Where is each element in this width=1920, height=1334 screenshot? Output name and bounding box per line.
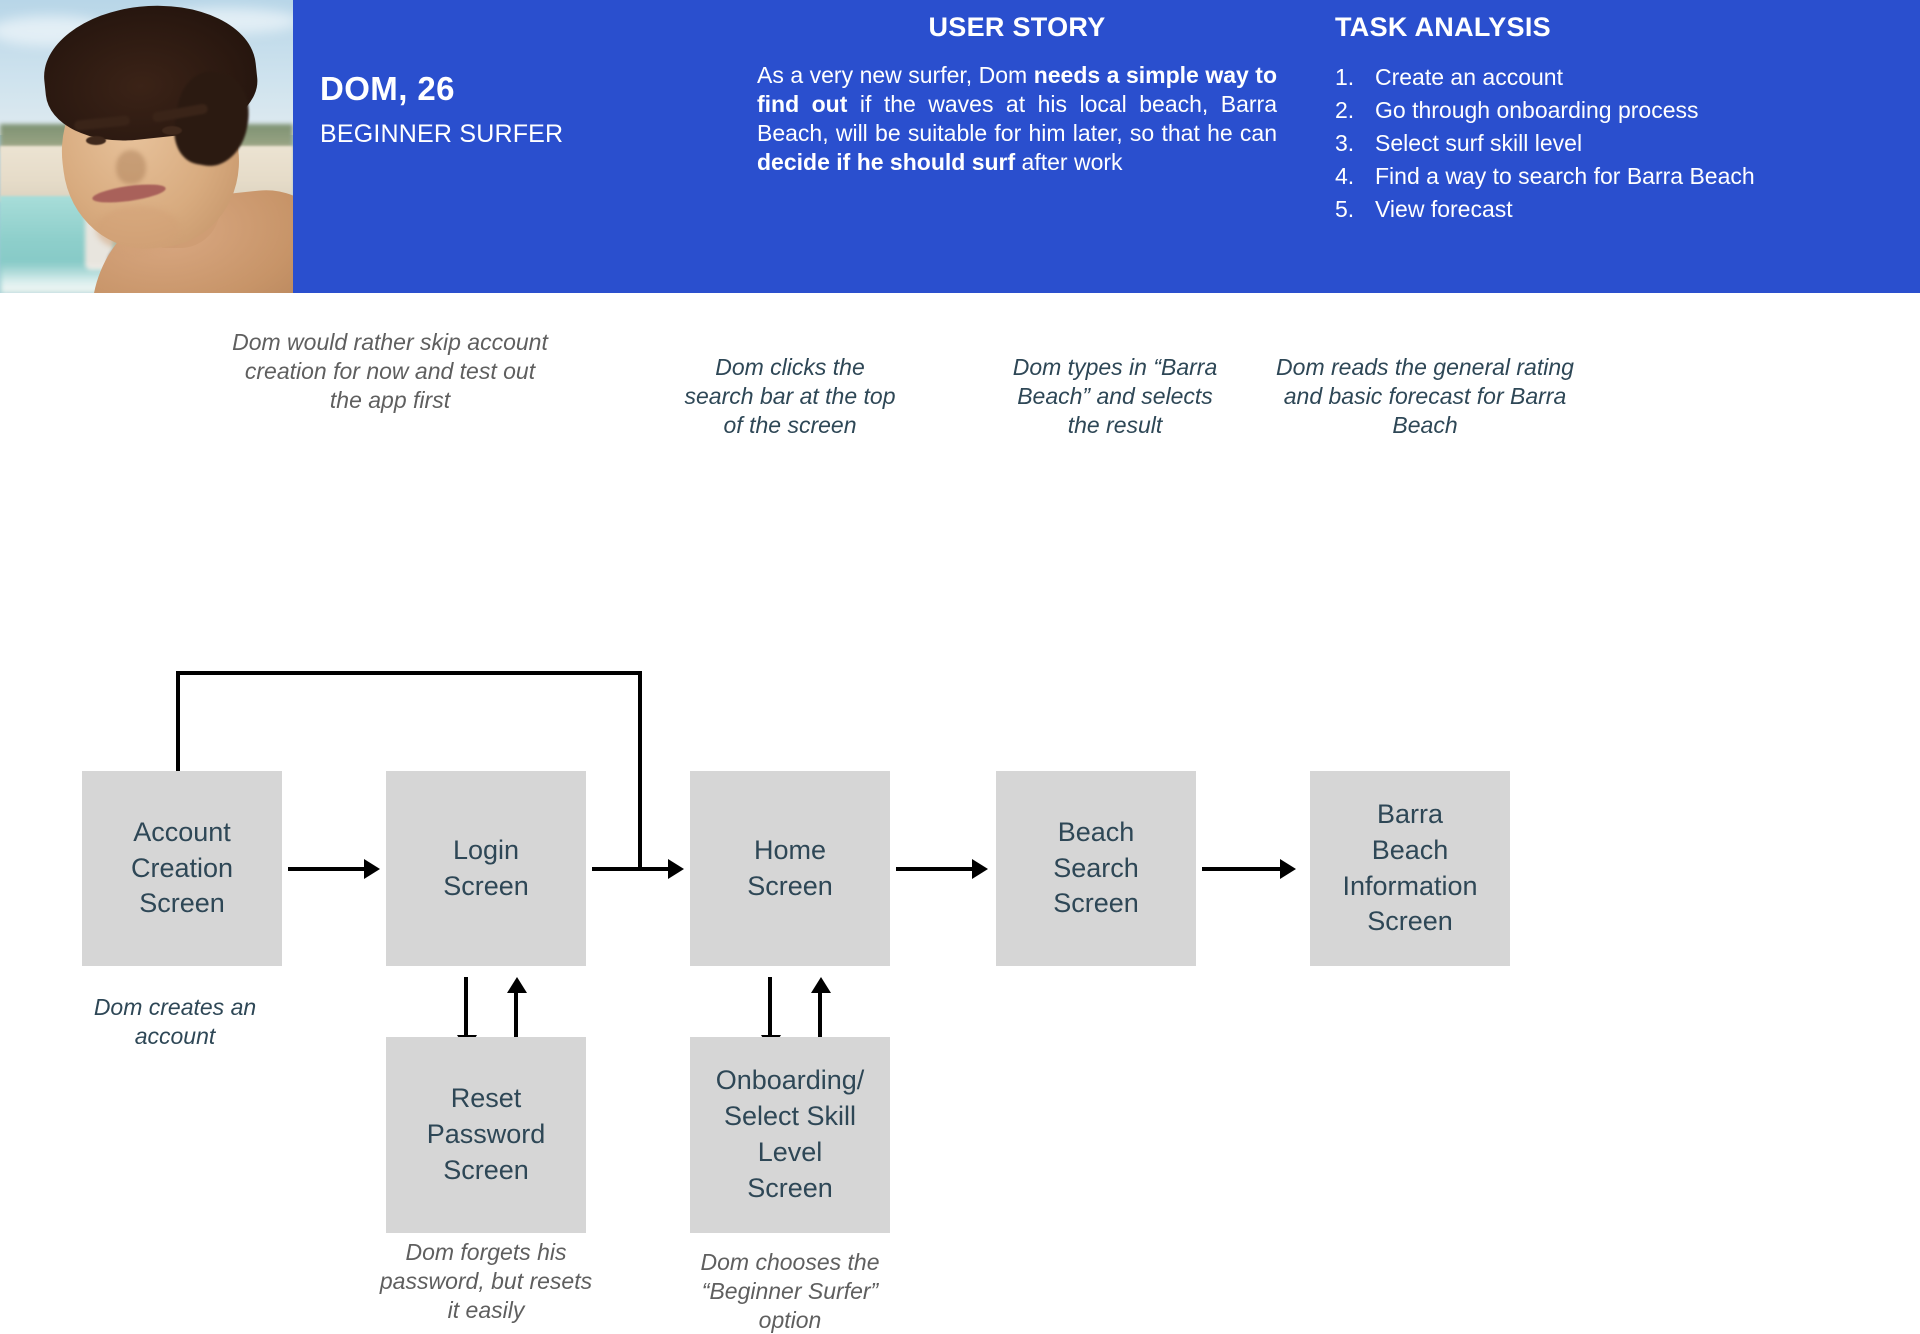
task-analysis-column: TASK ANALYSIS 1. Create an account 2. Go th… [1335, 12, 1895, 227]
task-item-number: 1. [1335, 64, 1355, 90]
connector-skip-vertical-left [176, 671, 180, 779]
arrow-line-reset-to-login [514, 985, 518, 1051]
arrow-line-login-to-home [592, 867, 670, 871]
user-story-column: USER STORY As a very new surfer, Dom nee… [757, 12, 1277, 177]
task-item: 1. Create an account [1335, 61, 1895, 94]
task-item-label: Find a way to search for Barra Beach [1375, 163, 1755, 190]
task-item-label: Go through onboarding process [1375, 97, 1699, 124]
task-item-number: 4. [1335, 163, 1355, 190]
persona-photo [0, 0, 293, 293]
task-item: 5. View forecast [1335, 193, 1895, 226]
persona-role: BEGINNER SURFER [320, 119, 564, 148]
persona-name: DOM, 26 [320, 70, 455, 107]
arrow-head-login-to-home [668, 859, 684, 879]
annotation-chooses-beginner: Dom chooses the “Beginner Surfer” option [700, 1249, 880, 1333]
task-item-number: 3. [1335, 130, 1355, 157]
arrow-line-home-to-onboarding [768, 977, 772, 1041]
arrow-head-reset-to-login [507, 977, 527, 993]
persona-header-band: DOM, 26 BEGINNER SURFER USER STORY As a … [0, 0, 1920, 293]
user-story-title: USER STORY [928, 12, 1106, 42]
annotation-click-search-bar: Dom clicks the search bar at the top of … [684, 354, 896, 438]
task-analysis-list: 1. Create an account 2. Go through onboardi… [1335, 61, 1895, 227]
photo-subject-chin [96, 206, 180, 252]
annotation-forgets-password: Dom forgets his password, but resets it … [379, 1239, 593, 1323]
user-flow-diagram: Dom would rather skip account creation f… [0, 293, 1920, 1333]
task-item-label: View forecast [1375, 196, 1513, 223]
task-item: 3. Select surf skill level [1335, 127, 1895, 160]
annotation-reads-rating: Dom reads the general rating and basic f… [1276, 354, 1574, 438]
task-item-number: 5. [1335, 196, 1355, 223]
connector-skip-horizontal [176, 671, 642, 675]
arrow-line-home-to-beach-search [896, 867, 974, 871]
arrow-head-onboarding-to-home [811, 977, 831, 993]
task-item-label: Select surf skill level [1375, 130, 1583, 157]
arrow-head-search-to-barra-info [1280, 859, 1296, 879]
arrow-line-login-to-reset [464, 977, 468, 1041]
annotation-types-barra: Dom types in “Barra Beach” and selects t… [1012, 354, 1218, 438]
arrow-line-account-to-login [288, 867, 366, 871]
user-story-text: As a very new surfer, Dom needs a simple… [757, 62, 1278, 175]
arrow-head-home-to-beach-search [972, 859, 988, 879]
arrow-line-onboarding-to-home [818, 985, 822, 1051]
task-item-label: Create an account [1375, 64, 1563, 90]
task-item: 4. Find a way to search for Barra Beach [1335, 160, 1895, 193]
persona-identity-block: DOM, 26 BEGINNER SURFER [320, 70, 650, 148]
task-item-number: 2. [1335, 97, 1355, 124]
annotation-creates-account: Dom creates an account [93, 994, 257, 1049]
photo-subject-nose [116, 150, 146, 184]
task-item: 2. Go through onboarding process [1335, 94, 1895, 127]
annotation-skip-account: Dom would rather skip account creation f… [232, 329, 548, 413]
arrow-head-account-to-login [364, 859, 380, 879]
photo-subject-eye [162, 126, 182, 135]
arrow-line-search-to-barra-info [1202, 867, 1284, 871]
task-analysis-title: TASK ANALYSIS [1335, 12, 1551, 42]
photo-subject-eye [86, 136, 106, 145]
connector-skip-vertical-right [638, 671, 642, 871]
